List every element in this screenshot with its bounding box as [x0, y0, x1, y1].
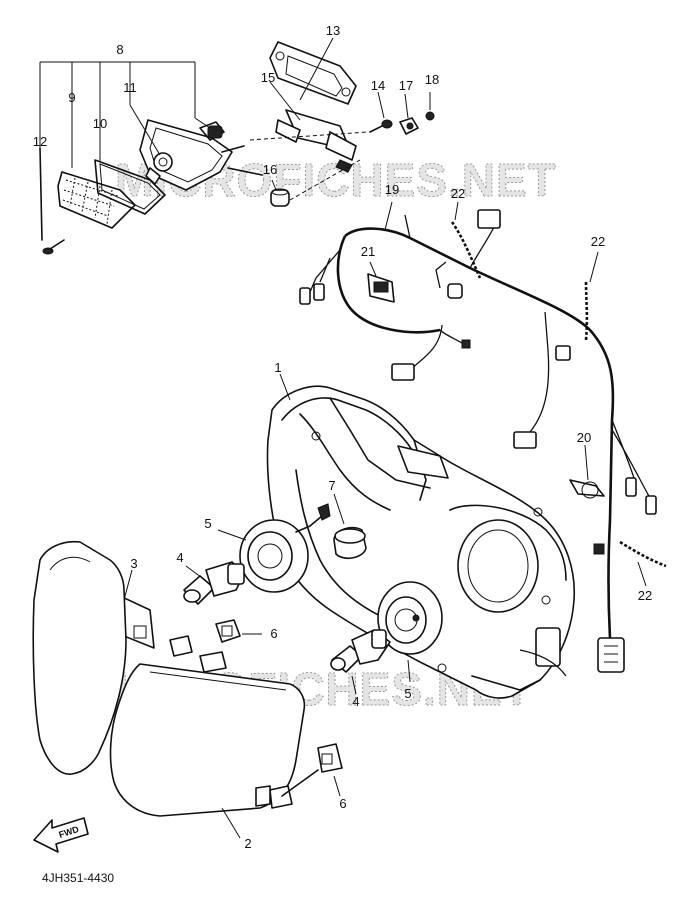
- assembly-line-upper: [249, 131, 369, 141]
- callout-17: 17: [399, 78, 413, 93]
- grommet-part-6-lower: [317, 743, 343, 797]
- bulb-part-4-left: [183, 561, 245, 605]
- callout-4-left: 4: [176, 550, 183, 565]
- callout-16: 16: [263, 162, 277, 177]
- callout-15: 15: [261, 70, 275, 85]
- callout-8: 8: [116, 42, 123, 57]
- callout-5-right: 5: [404, 686, 411, 701]
- socket-part-5-left: [217, 503, 331, 593]
- gasket-part-10: [94, 155, 166, 215]
- clamp-part-20: [569, 444, 605, 499]
- diagram-code: 4JH351-4430: [42, 871, 114, 885]
- cap-part-7: [333, 493, 367, 560]
- headlight-housing-part-1: [266, 373, 576, 699]
- callout-22-bottom: 22: [638, 588, 652, 603]
- callout-21: 21: [361, 244, 375, 259]
- callout-7: 7: [328, 478, 335, 493]
- bracket-part-15: [269, 81, 357, 173]
- plate-part-13: [269, 37, 357, 105]
- grommet-part-6-upper: [215, 619, 262, 643]
- fwd-direction-arrow: FWD: [33, 817, 89, 853]
- callout-14: 14: [371, 78, 385, 93]
- callout-9: 9: [68, 90, 75, 105]
- callout-19: 19: [385, 182, 399, 197]
- callout-22-right: 22: [591, 234, 605, 249]
- callout-8-bracket: [39, 61, 196, 168]
- callout-18: 18: [425, 72, 439, 87]
- callout-3: 3: [130, 556, 137, 571]
- bolt-part-14: [369, 91, 393, 133]
- callout-20: 20: [577, 430, 591, 445]
- bulb-part-4-right: [330, 629, 391, 695]
- callout-6-upper: 6: [270, 626, 277, 641]
- callout-12: 12: [33, 134, 47, 149]
- grommet-part-16: [270, 179, 290, 207]
- relay-bracket-part-21: [367, 261, 395, 303]
- callout-5-left: 5: [204, 516, 211, 531]
- callout-2: 2: [244, 836, 251, 851]
- screw-part-12: [39, 147, 65, 255]
- reflector-housing-part-11: [129, 104, 263, 191]
- wire-harness-part-19: [299, 201, 657, 673]
- headlight-lens-lower-part-2: [109, 635, 319, 839]
- callout-11: 11: [123, 80, 137, 95]
- headlight-lens-upper-part-2: [32, 540, 127, 775]
- lead-wire-part-22: [450, 201, 667, 587]
- callout-1: 1: [274, 360, 281, 375]
- nut-part-17: [399, 93, 419, 135]
- callout-22-top: 22: [451, 186, 465, 201]
- screw-part-18: [425, 92, 435, 121]
- callout-13: 13: [326, 23, 340, 38]
- callout-6-lower: 6: [339, 796, 346, 811]
- callout-10: 10: [93, 116, 107, 131]
- socket-part-5-right: [377, 581, 443, 683]
- callout-4-right: 4: [352, 694, 359, 709]
